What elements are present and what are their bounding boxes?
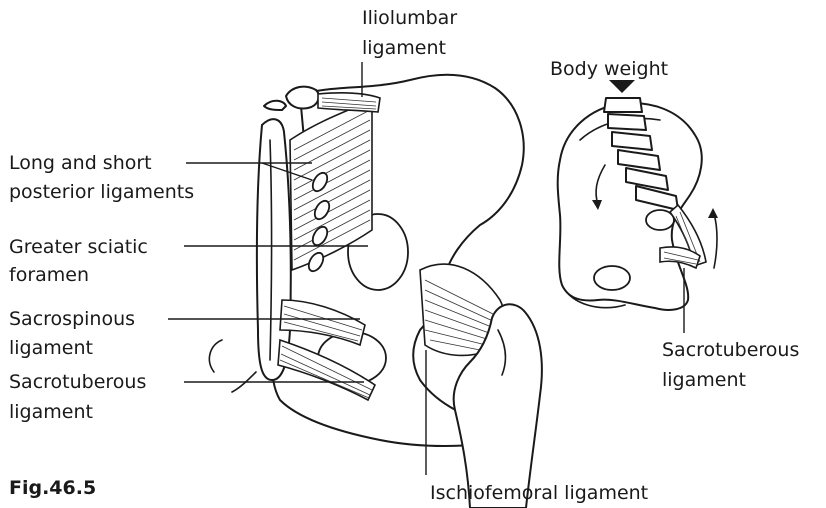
label-sacrotuberous-right-line2: ligament [662, 369, 746, 391]
tilted-obturator-opening [594, 266, 630, 290]
label-sciatic-line1: Greater sciatic [9, 236, 148, 258]
body-weight-arrow [609, 80, 635, 93]
label-iliolumbar-line2: ligament [362, 37, 446, 59]
label-sacrospinous-line2: ligament [9, 337, 93, 359]
label-sacrospinous-line1: Sacrospinous [9, 308, 135, 330]
sacrum-bone [257, 119, 291, 380]
pelvis-tilt-illustration [558, 80, 718, 310]
label-long-short-line1: Long and short [9, 152, 152, 174]
rotation-arrow-up [714, 214, 717, 268]
label-ischiofemoral: Ischiofemoral ligament [430, 482, 648, 504]
label-sacrotuberous-right-line1: Sacrotuberous [662, 339, 799, 361]
label-long-short-line2: posterior ligaments [9, 181, 194, 203]
rotation-arrowhead-up [708, 208, 718, 218]
posterior-pelvis-illustration [209, 75, 541, 508]
vertebral-process [264, 101, 286, 110]
label-body-weight: Body weight [550, 58, 668, 80]
iliolumbar-ligament-band [318, 93, 380, 112]
label-sacrotuberous-left-line2: ligament [9, 401, 93, 423]
gluteal-contour [209, 340, 222, 372]
label-iliolumbar-line1: Iliolumbar [362, 7, 457, 29]
figure-number: Fig.46.5 [9, 477, 96, 499]
lumbar-vertebra [286, 87, 319, 109]
label-sacrotuberous-left-line1: Sacrotuberous [9, 371, 146, 393]
label-sciatic-line2: foramen [9, 264, 89, 286]
